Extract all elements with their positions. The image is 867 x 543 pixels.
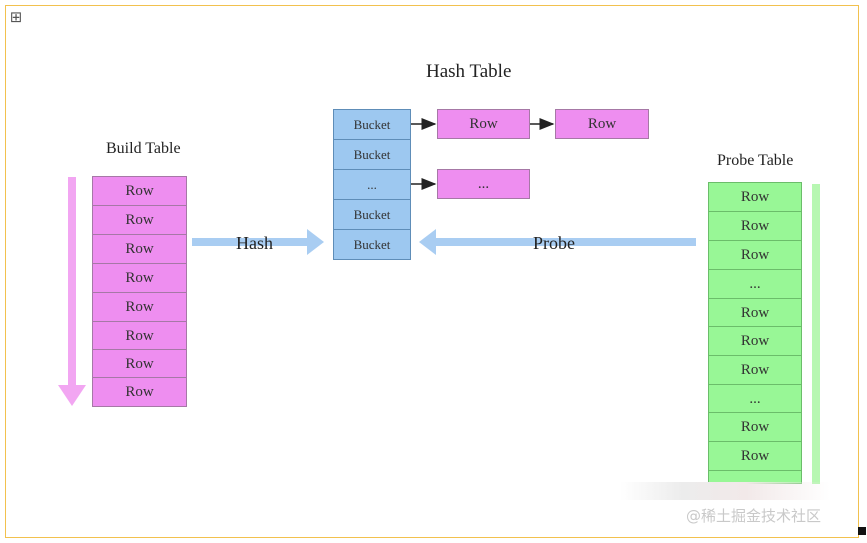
hash-bucket: ... bbox=[333, 169, 411, 200]
probe-table-row: Row bbox=[708, 240, 802, 270]
hash-arrow bbox=[192, 229, 324, 255]
probe-table-row: Row bbox=[708, 298, 802, 328]
probe-table-row: ... bbox=[708, 384, 802, 414]
probe-arrow bbox=[419, 229, 696, 255]
build-table-row: Row bbox=[92, 176, 187, 206]
build-table-row: Row bbox=[92, 321, 187, 351]
probe-table-row: Row bbox=[708, 441, 802, 471]
hash-bucket: Bucket bbox=[333, 199, 411, 230]
probe-scan-arrow bbox=[812, 184, 820, 484]
probe-table-row: Row bbox=[708, 326, 802, 356]
probe-table-row: Row bbox=[708, 355, 802, 385]
build-table-row: Row bbox=[92, 234, 187, 264]
diagram-frame bbox=[5, 5, 859, 538]
probe-table-row: ... bbox=[708, 269, 802, 299]
build-table-row: Row bbox=[92, 292, 187, 322]
hash-arrow-label: Hash bbox=[236, 233, 273, 253]
build-table-row: Row bbox=[92, 205, 187, 235]
resize-corner[interactable] bbox=[858, 527, 866, 535]
build-table-row: Row bbox=[92, 377, 187, 407]
build-table-row: Row bbox=[92, 349, 187, 379]
probe-table-row: Row bbox=[708, 211, 802, 241]
watermark-text: @稀土掘金技术社区 bbox=[686, 507, 822, 525]
hash-bucket: Bucket bbox=[333, 109, 411, 140]
build-table-row: Row bbox=[92, 263, 187, 293]
probe-arrow-label: Probe bbox=[533, 233, 575, 253]
probe-table-title: Probe Table bbox=[717, 152, 794, 169]
hash-chain-row: Row bbox=[555, 109, 649, 139]
hash-chain-row: Row bbox=[437, 109, 530, 139]
watermark-blur bbox=[620, 482, 830, 500]
probe-table-row: Row bbox=[708, 412, 802, 442]
move-handle-icon[interactable]: ⊞ bbox=[9, 8, 23, 26]
hash-bucket: Bucket bbox=[333, 229, 411, 260]
build-table-title: Build Table bbox=[106, 140, 181, 157]
hash-chain-ellipsis: ... bbox=[437, 169, 530, 199]
build-scan-arrow bbox=[58, 177, 86, 406]
probe-table-row: Row bbox=[708, 182, 802, 212]
hash-bucket: Bucket bbox=[333, 139, 411, 170]
hash-table-title: Hash Table bbox=[426, 61, 512, 82]
